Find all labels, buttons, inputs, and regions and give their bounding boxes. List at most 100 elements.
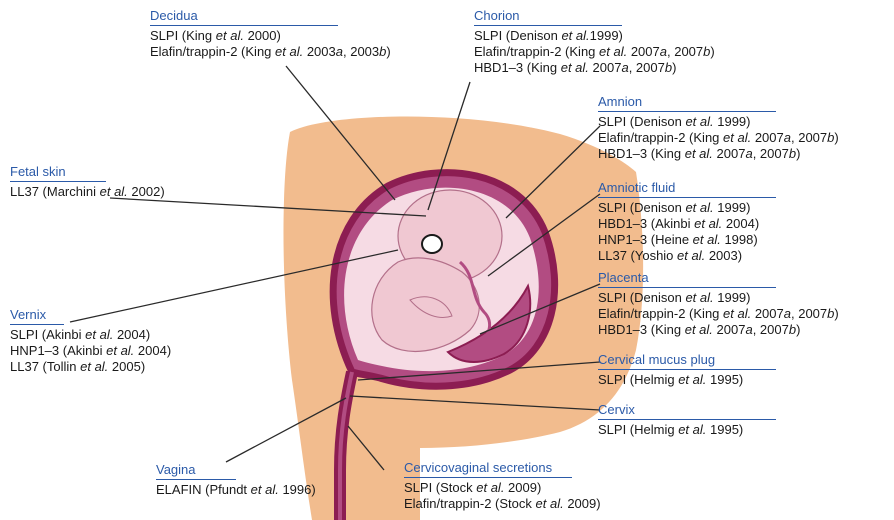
chorion-citation: SLPI (Denison et al.1999) xyxy=(474,28,715,44)
amniotic-fluid-citation-pre: HBD1–3 (Akinbi xyxy=(598,216,694,231)
cervicovaginal-secretions-citation: Elafin/trappin-2 (Stock et al. 2009) xyxy=(404,496,601,512)
cervical-mucus-plug-citation-it: et al. xyxy=(678,372,706,387)
placenta-citation-it2: a xyxy=(745,322,752,337)
placenta-citation-it3: b xyxy=(789,322,796,337)
chorion-citation-post: 1999) xyxy=(590,28,623,43)
decidua-citation-post: 2000) xyxy=(244,28,281,43)
vernix-citation-post: 2005) xyxy=(108,359,145,374)
vagina-citation-it: et al. xyxy=(251,482,279,497)
chorion-citation-pre: SLPI (Denison xyxy=(474,28,561,43)
vernix-underline xyxy=(10,324,64,325)
cervicovaginal-secretions-citation-pre: SLPI (Stock xyxy=(404,480,476,495)
placenta-citation-post3: ) xyxy=(796,322,800,337)
amniotic-fluid-citation-post: 2004) xyxy=(722,216,759,231)
label-cervical-mucus-plug: Cervical mucus plugSLPI (Helmig et al. 1… xyxy=(598,352,776,388)
decidua-underline xyxy=(150,25,338,26)
cervix-citation-post: 1995) xyxy=(706,422,743,437)
placenta-citation-it2: a xyxy=(784,306,791,321)
chorion-citation: Elafin/trappin-2 (King et al. 2007a, 200… xyxy=(474,44,715,60)
vernix-citation: HNP1–3 (Akinbi et al. 2004) xyxy=(10,343,171,359)
amnion-citation-it: et al. xyxy=(723,130,751,145)
cervix-underline xyxy=(598,419,776,420)
cervical-mucus-plug-citation-pre: SLPI (Helmig xyxy=(598,372,678,387)
vernix-citation-it: et al. xyxy=(85,327,113,342)
amniotic-fluid-citation: HNP1–3 (Heine et al. 1998) xyxy=(598,232,776,248)
amnion-heading: Amnion xyxy=(598,94,839,110)
vernix-heading: Vernix xyxy=(10,307,171,323)
amniotic-fluid-citation-it: et al. xyxy=(694,216,722,231)
label-amnion: AmnionSLPI (Denison et al. 1999)Elafin/t… xyxy=(598,94,839,162)
placenta-citation-post2: , 2007 xyxy=(753,322,789,337)
amnion-citation-pre: SLPI (Denison xyxy=(598,114,685,129)
cervix-citation-it: et al. xyxy=(678,422,706,437)
placenta-citation: SLPI (Denison et al. 1999) xyxy=(598,290,839,306)
decidua-citation: Elafin/trappin-2 (King et al. 2003a, 200… xyxy=(150,44,391,60)
placenta-citation-it: et al. xyxy=(723,306,751,321)
cervicovaginal-secretions-citation: SLPI (Stock et al. 2009) xyxy=(404,480,601,496)
amnion-citation-it2: a xyxy=(784,130,791,145)
placenta-citation-post2: , 2007 xyxy=(791,306,827,321)
vagina-underline xyxy=(156,479,236,480)
amnion-citation-post: 2007 xyxy=(751,130,784,145)
vagina-citation-post: 1996) xyxy=(279,482,316,497)
vernix-citation-post: 2004) xyxy=(134,343,171,358)
amniotic-fluid-citation-it: et al. xyxy=(677,248,705,263)
amnion-citation: SLPI (Denison et al. 1999) xyxy=(598,114,839,130)
chorion-heading: Chorion xyxy=(474,8,715,24)
placenta-underline xyxy=(598,287,776,288)
cervix-citation-pre: SLPI (Helmig xyxy=(598,422,678,437)
placenta-citation-post: 2007 xyxy=(751,306,784,321)
cervicovaginal-secretions-citation-it: et al. xyxy=(536,496,564,511)
decidua-heading: Decidua xyxy=(150,8,391,24)
vagina-citation-pre: ELAFIN (Pfundt xyxy=(156,482,251,497)
chorion-citation-post2: , 2007 xyxy=(629,60,665,75)
vernix-citation: LL37 (Tollin et al. 2005) xyxy=(10,359,171,375)
vernix-citation-it: et al. xyxy=(106,343,134,358)
cervicovaginal-secretions-citation-post: 2009) xyxy=(564,496,601,511)
amnion-citation: Elafin/trappin-2 (King et al. 2007a, 200… xyxy=(598,130,839,146)
oval-marker xyxy=(422,235,442,253)
amniotic-fluid-citation-it: et al. xyxy=(693,232,721,247)
vernix-citation-it: et al. xyxy=(80,359,108,374)
amnion-citation-post: 2007 xyxy=(713,146,746,161)
label-vernix: VernixSLPI (Akinbi et al. 2004)HNP1–3 (A… xyxy=(10,307,171,375)
fetal-skin-heading: Fetal skin xyxy=(10,164,165,180)
placenta-heading: Placenta xyxy=(598,270,839,286)
decidua-citation-it: et al. xyxy=(216,28,244,43)
placenta-citation-post: 2007 xyxy=(713,322,746,337)
amniotic-fluid-citation: HBD1–3 (Akinbi et al. 2004) xyxy=(598,216,776,232)
fetal-skin-citation-pre: LL37 (Marchini xyxy=(10,184,100,199)
cervicovaginal-secretions-citation-pre: Elafin/trappin-2 (Stock xyxy=(404,496,536,511)
cervical-mucus-plug-heading: Cervical mucus plug xyxy=(598,352,776,368)
vernix-citation-post: 2004) xyxy=(113,327,150,342)
amnion-citation-it: et al. xyxy=(685,146,713,161)
vernix-citation-pre: HNP1–3 (Akinbi xyxy=(10,343,106,358)
amnion-citation: HBD1–3 (King et al. 2007a, 2007b) xyxy=(598,146,839,162)
amnion-citation-pre: HBD1–3 (King xyxy=(598,146,685,161)
amnion-citation-post3: ) xyxy=(834,130,838,145)
label-amniotic-fluid: Amniotic fluidSLPI (Denison et al. 1999)… xyxy=(598,180,776,264)
chorion-citation: HBD1–3 (King et al. 2007a, 2007b) xyxy=(474,60,715,76)
chorion-citation-post2: , 2007 xyxy=(667,44,703,59)
placenta-citation-post: 1999) xyxy=(714,290,751,305)
placenta-citation-pre: Elafin/trappin-2 (King xyxy=(598,306,723,321)
cervical-mucus-plug-underline xyxy=(598,369,776,370)
vagina-citation: ELAFIN (Pfundt et al. 1996) xyxy=(156,482,316,498)
chorion-citation-post3: ) xyxy=(672,60,676,75)
amnion-citation-it2: a xyxy=(745,146,752,161)
amniotic-fluid-citation: LL37 (Yoshio et al. 2003) xyxy=(598,248,776,264)
vernix-citation-pre: SLPI (Akinbi xyxy=(10,327,85,342)
amniotic-fluid-underline xyxy=(598,197,776,198)
cervix-heading: Cervix xyxy=(598,402,776,418)
chorion-citation-it2: a xyxy=(660,44,667,59)
vagina-heading: Vagina xyxy=(156,462,316,478)
amnion-citation-post2: , 2007 xyxy=(791,130,827,145)
chorion-citation-pre: HBD1–3 (King xyxy=(474,60,561,75)
vernix-citation-pre: LL37 (Tollin xyxy=(10,359,80,374)
amnion-citation-post: 1999) xyxy=(714,114,751,129)
amnion-citation-post3: ) xyxy=(796,146,800,161)
amnion-citation-it3: b xyxy=(789,146,796,161)
